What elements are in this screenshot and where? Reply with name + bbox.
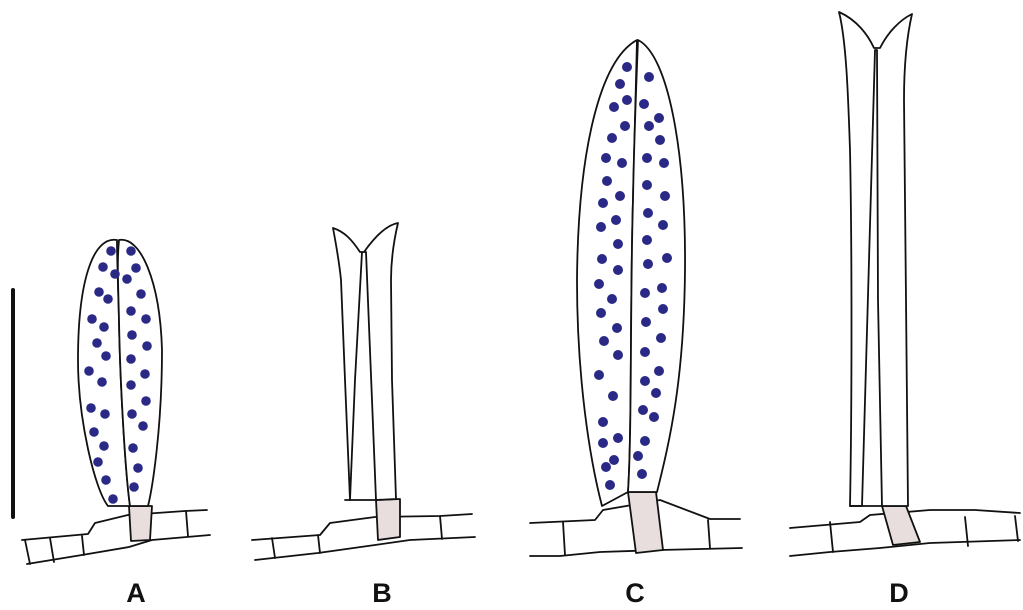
structure-d [790, 12, 1020, 556]
ascus-d [839, 12, 912, 506]
panel-label-a: A [106, 578, 166, 608]
structure-b [252, 223, 475, 560]
hypha-a [22, 510, 207, 540]
structure-a [22, 240, 210, 564]
ascus-c [577, 40, 637, 506]
panel-label-d: D [869, 578, 929, 608]
structure-c [530, 40, 742, 556]
foot-cell-a [129, 506, 152, 541]
foot-cell-c [628, 492, 663, 553]
panel-label-c: C [605, 578, 665, 608]
hypha-b [252, 514, 472, 540]
ascus-b [333, 223, 398, 500]
foot-cell-b [376, 499, 400, 540]
panel-label-b: B [352, 578, 412, 608]
